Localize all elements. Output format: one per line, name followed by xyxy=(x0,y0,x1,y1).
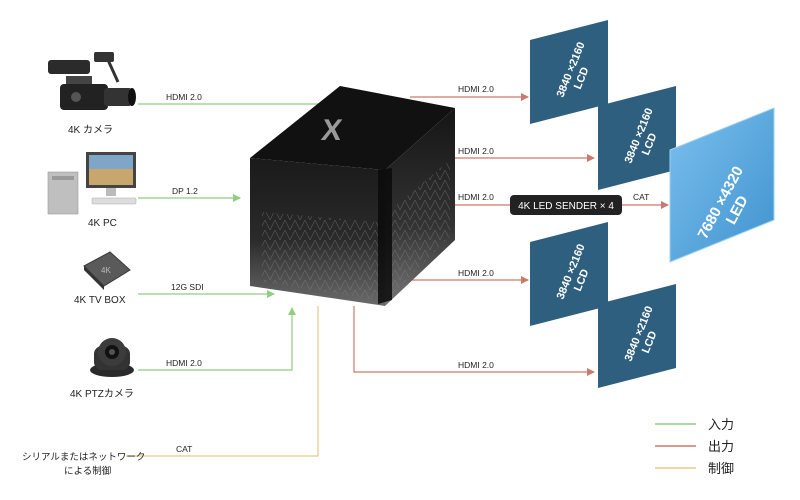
led-sender-label: 4K LED SENDER × 4 xyxy=(518,201,614,212)
control-link-label: CAT xyxy=(176,444,192,454)
pc-icon xyxy=(47,152,137,215)
switcher-device: X xyxy=(250,86,455,306)
pc-link-label: DP 1.2 xyxy=(172,186,198,196)
device-logo: X xyxy=(319,114,344,147)
camera-link-label: HDMI 2.0 xyxy=(166,92,202,102)
device-top-face xyxy=(250,86,455,170)
legend-control-label: 制御 xyxy=(708,461,734,476)
tvbox-label: 4K TV BOX xyxy=(74,295,126,306)
device-side-mesh xyxy=(390,160,450,296)
ptz-camera-label: 4K PTZカメラ xyxy=(70,388,134,400)
output-link-label-4: HDMI 2.0 xyxy=(458,268,494,278)
output-link-label-5: HDMI 2.0 xyxy=(458,360,494,370)
device-center-slot xyxy=(378,168,392,304)
lcd-display-4: 3840 ×2160 LCD xyxy=(598,284,676,388)
control-link-line xyxy=(126,306,319,457)
tvbox-icon: 4K xyxy=(83,251,131,290)
led-wall-display: 7680 ×4320 LED xyxy=(669,107,775,263)
output-link-label-2: HDMI 2.0 xyxy=(458,146,494,156)
control-source-label-2: による制御 xyxy=(64,465,111,477)
sender-link-label: CAT xyxy=(633,192,649,202)
legend-input-label: 入力 xyxy=(708,417,734,432)
output-link-label-1: HDMI 2.0 xyxy=(458,84,494,94)
lcd-display-2: 3840 ×2160 LCD xyxy=(598,86,676,190)
camera-icon xyxy=(48,52,136,110)
legend: 入力 出力 制御 xyxy=(655,417,734,476)
led-sender-badge: 4K LED SENDER × 4 xyxy=(510,195,622,215)
tvbox-link-label: 12G SDI xyxy=(171,282,204,292)
output-connections xyxy=(353,93,669,376)
control-source-label-1: シリアルまたはネットワーク xyxy=(22,452,145,463)
output-link-line-5 xyxy=(353,306,595,376)
legend-output-label: 出力 xyxy=(708,439,734,454)
input-connections xyxy=(138,100,333,371)
lcd-display-3: 3840 ×2160 LCD xyxy=(530,222,608,326)
ptz-camera-icon xyxy=(90,338,134,377)
pc-label: 4K PC xyxy=(88,218,117,229)
lcd-display-1: 3840 ×2160 LCD xyxy=(530,20,608,124)
ptz-link-label: HDMI 2.0 xyxy=(166,358,202,368)
device-front-mesh xyxy=(262,212,378,300)
ptz-link-line xyxy=(138,307,296,371)
camera-label: 4K カメラ xyxy=(68,124,113,136)
output-link-label-3: HDMI 2.0 xyxy=(458,192,494,202)
tvbox-logo: 4K xyxy=(101,266,111,275)
